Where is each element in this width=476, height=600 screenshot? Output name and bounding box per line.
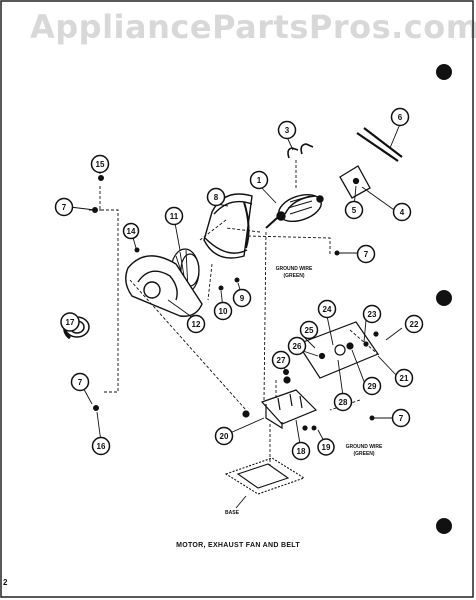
callout-numbers: 1 3 4 5 6 7 7 7 7 8 9 10 11 12 14 15 16 …: [62, 113, 419, 456]
callout-27: [271, 350, 291, 370]
callout-label: 27: [277, 356, 286, 365]
base-part: [224, 457, 306, 495]
ground-wire-label: GROUND WIRE: [276, 266, 313, 272]
binder-hole: [436, 290, 452, 306]
callout-label: 28: [339, 398, 348, 407]
belt-part: [356, 127, 403, 162]
callout-22: [404, 314, 424, 334]
callout-17: [60, 312, 80, 332]
watermark: AppliancePartsPros.com: [30, 8, 476, 46]
callout-7: [54, 197, 74, 217]
callout-label: 7: [364, 250, 369, 259]
callout-label: 3: [285, 126, 290, 135]
callout-label: 7: [62, 203, 67, 212]
callout-28: [333, 392, 353, 412]
callout-label: 1: [257, 176, 262, 185]
motor-bracket-part: [339, 165, 371, 199]
callout-label: 29: [368, 382, 377, 391]
assembly-lines: [88, 160, 381, 466]
fan-housing-part: [203, 193, 253, 259]
leader-lines: [69, 123, 403, 445]
callout-11: [164, 206, 184, 226]
callout-26: [287, 336, 307, 356]
callout-label: 5: [352, 206, 357, 215]
page-number: 2: [3, 578, 8, 587]
callout-15: [90, 154, 110, 174]
diagram-caption: MOTOR, EXHAUST FAN AND BELT: [176, 542, 300, 549]
callout-label: 24: [323, 305, 332, 314]
callout-label: 23: [368, 310, 377, 319]
base-label: BASE: [225, 510, 240, 516]
callout-label: 20: [220, 432, 229, 441]
ground-wire-color-label: (GREEN): [283, 273, 304, 279]
clip-part: [287, 143, 314, 159]
callout-24: [317, 299, 337, 319]
screw-part: [134, 247, 240, 291]
callout-label: 6: [398, 113, 403, 122]
callout-label: 17: [66, 318, 75, 327]
callout-8: [206, 187, 226, 207]
callout-12: [186, 314, 206, 334]
binder-hole: [436, 518, 452, 534]
callout-label: 25: [305, 326, 314, 335]
callout-label: 22: [410, 320, 419, 329]
callout-label: 8: [214, 193, 219, 202]
callout-label: 16: [97, 442, 106, 451]
callout-4: [392, 202, 412, 222]
callout-25: [299, 320, 319, 340]
callout-label: 7: [399, 414, 404, 423]
callout-label: 9: [240, 294, 245, 303]
callouts: [54, 107, 424, 461]
callout-16: [91, 436, 111, 456]
callout-23: [362, 304, 382, 324]
callout-19: [317, 438, 335, 456]
callout-14: [122, 222, 140, 240]
motor-part: [265, 194, 324, 229]
callout-label: 21: [400, 374, 409, 383]
callout-label: 19: [322, 443, 331, 452]
callout-label: 14: [127, 227, 136, 236]
callout-5: [344, 200, 364, 220]
callout-20: [214, 426, 234, 446]
callout-label: 18: [297, 447, 306, 456]
ground-wire-label: GROUND WIRE: [346, 444, 383, 450]
callout-21: [394, 368, 414, 388]
callout-label: 10: [219, 307, 228, 316]
callout-7: [70, 372, 90, 392]
callout-7: [391, 408, 411, 428]
part-labels: GROUND WIRE (GREEN) GROUND WIRE (GREEN) …: [225, 266, 383, 516]
callout-label: 4: [400, 208, 405, 217]
callout-label: 15: [96, 160, 105, 169]
callout-label: 11: [170, 212, 179, 221]
binder-hole: [436, 64, 452, 80]
base-leader-line: [235, 495, 247, 509]
callout-label: 26: [293, 342, 302, 351]
callout-18: [291, 441, 311, 461]
callout-29: [362, 376, 382, 396]
callout-7: [356, 244, 376, 264]
terminal-block-part: [242, 376, 318, 431]
callout-6: [390, 107, 410, 127]
callout-9: [232, 288, 252, 308]
callout-3: [277, 120, 297, 140]
blower-cover-part: [125, 255, 203, 317]
ground-wire-color-label: (GREEN): [353, 451, 374, 457]
callout-label: 12: [192, 320, 201, 329]
callout-1: [249, 170, 269, 190]
callout-10: [213, 301, 233, 321]
callout-label: 7: [78, 378, 83, 387]
